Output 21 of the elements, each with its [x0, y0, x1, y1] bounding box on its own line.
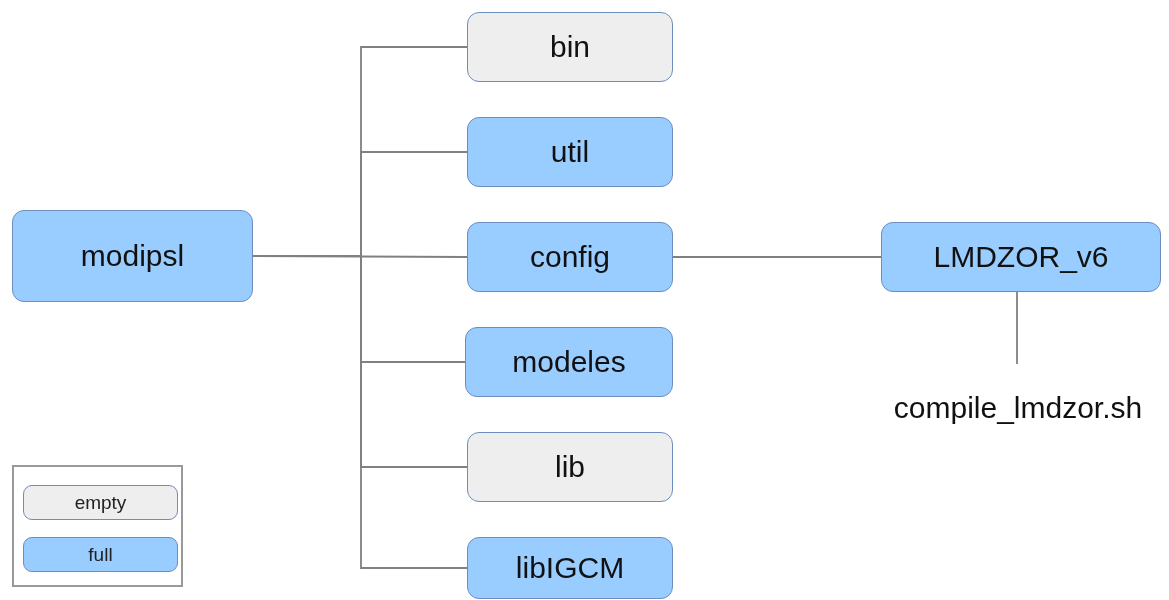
- folder-name: modeles: [512, 345, 626, 379]
- folder-name: modipsl: [80, 239, 185, 273]
- file-name: compile_lmdzor.sh: [868, 388, 1168, 428]
- folder-name: bin: [549, 30, 590, 64]
- folder-name: config: [529, 240, 611, 274]
- legend-label: empty: [74, 491, 127, 514]
- folder-box: [881, 222, 1161, 292]
- legend-label: full: [88, 543, 113, 566]
- folder-name: lib: [555, 450, 585, 484]
- folder-name: libIGCM: [515, 551, 625, 585]
- connector-line: [672, 256, 882, 258]
- folder-box: [467, 537, 673, 599]
- connector-line: [1016, 291, 1018, 365]
- folder-box: [467, 12, 673, 82]
- folder-name: util: [550, 135, 590, 169]
- folder-name: LMDZOR_v6: [933, 240, 1109, 274]
- folder-box: [465, 327, 673, 397]
- folder-box: [12, 210, 253, 302]
- folder-box: [467, 432, 673, 502]
- folder-box: [467, 222, 673, 292]
- folder-box: [467, 117, 673, 187]
